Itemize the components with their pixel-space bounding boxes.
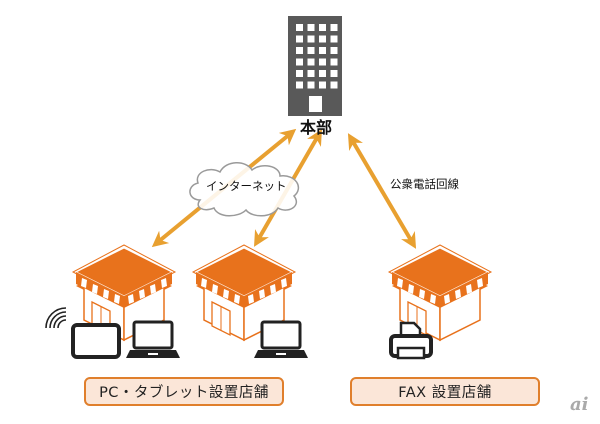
building-window: [319, 35, 326, 43]
headquarters-label: 本部: [300, 118, 333, 137]
building-window: [319, 24, 326, 31]
cloud-icon: [189, 162, 300, 217]
building-window: [307, 47, 315, 54]
pc-tablet-store-group-label: PC・タブレット設置店舗: [84, 377, 284, 406]
building-window: [319, 58, 326, 66]
building-window: [296, 47, 303, 54]
building-window: [296, 35, 303, 43]
fax-printer-icon: [389, 321, 433, 360]
building-window: [307, 81, 315, 89]
building-window: [307, 35, 315, 43]
tablet-icon: [71, 323, 121, 359]
building-window: [330, 24, 338, 31]
telephone-arrow-store3: [347, 133, 417, 249]
building-window: [307, 70, 315, 77]
building-window: [330, 58, 338, 66]
building-window: [319, 47, 326, 54]
building-window: [330, 35, 338, 43]
public-telephone-line-label: 公衆電話回線: [390, 177, 459, 191]
wifi-icon: [45, 307, 67, 329]
building-window: [296, 24, 303, 31]
internet-label: インターネット: [206, 179, 287, 193]
watermark-logo: ai: [570, 394, 589, 415]
laptop-icon: [252, 320, 310, 360]
building-window: [307, 24, 315, 31]
building-window: [319, 81, 326, 89]
building-window: [307, 58, 315, 66]
building-window: [296, 58, 303, 66]
building-window: [296, 81, 303, 89]
office-building-icon: [288, 16, 342, 116]
building-window: [330, 47, 338, 54]
building-window: [330, 70, 338, 77]
building-window: [319, 70, 326, 77]
building-window: [330, 81, 338, 89]
laptop-icon: [124, 320, 182, 360]
fax-store-group-label: FAX 設置店舗: [350, 377, 540, 406]
building-window: [296, 70, 303, 77]
